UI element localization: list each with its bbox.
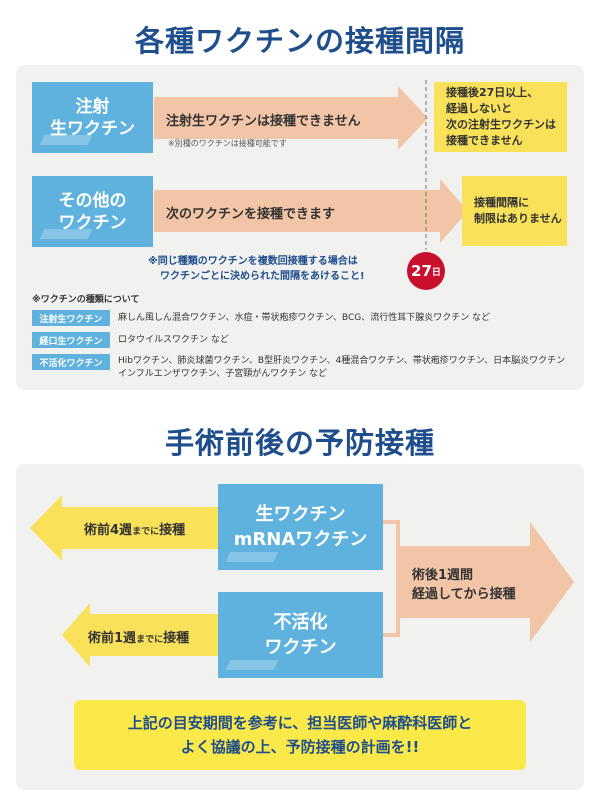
post-label: 術後1週間 経過してから接種 [412,566,516,604]
pre1-c: までに [136,635,164,645]
pre1-b: 1週 [114,631,137,646]
types-inactivated-text: Hibワクチン、肺炎球菌ワクチン、B型肝炎ワクチン、4種混合ワクチン、帯状疱疹ワ… [118,355,565,381]
live-arrow-label: 注射生ワクチンは接種できません [166,114,361,129]
other-result-line1: 接種間隔に [474,196,529,209]
pre4-b: 4週 [110,523,133,538]
live-mrna-line2: mRNAワクチン [233,529,368,550]
section2-title: 手術前後の予防接種 [164,426,435,460]
other-vaccine-box: その他の ワクチン [32,176,153,247]
note-line2: ワクチンごとに決められた間隔をあけること! [160,271,365,282]
badge-unit: 日 [431,267,441,278]
inactivated-box-line2: ワクチン [264,637,337,658]
pre1-a: 術前 [88,631,115,646]
tag-inactivated: 不活化ワクチン [32,354,110,370]
post-bracket [383,520,400,637]
consult-line1: 上記の目安期間を参考に、担当医師や麻酔科医師と [127,714,473,732]
types-heading: ※ワクチンの種類について [32,295,140,305]
types-oral-live-text: ロタウイルスワクチン など [118,335,229,345]
note-line1: ※同じ種類のワクチンを複数回接種する場合は [148,256,358,267]
types-injection-live-text: 麻しん風しん混合ワクチン、水痘・帯状疱疹ワクチン、BCG、流行性耳下腺炎ワクチン… [118,313,491,323]
other-arrow-label: 次のワクチンを接種できます [166,207,336,222]
live-result-line2: 経過しないと [446,102,512,115]
live-mrna-line1: 生ワクチン [255,504,346,525]
pre4-label: 術前4週までに接種 [84,519,185,538]
tag-injection-live: 注射生ワクチン [32,310,110,326]
post-line1: 術後1週間 [412,568,474,583]
pre4-d: 接種 [159,523,186,538]
other-result-line2: 制限はありません [474,212,562,225]
consult-line2: よく協議の上、予防接種の計画を!! [180,738,420,756]
post-line2: 経過してから接種 [412,587,516,602]
live-arrow [154,86,428,150]
other-result-box: 接種間隔に 制限はありません [462,176,567,246]
live-box-line1: 注射 [75,96,110,117]
live-result-line1: 接種後27日以上、 [446,86,539,99]
pre1-label: 術前1週までに接種 [88,627,189,646]
live-result-box: 接種後27日以上、 経過しないと 次の注射生ワクチンは 接種できません [434,82,567,152]
other-box-line2: ワクチン [58,212,127,233]
same-vaccine-note: ※同じ種類のワクチンを複数回接種する場合は ワクチンごとに決められた間隔をあける… [148,254,365,284]
post-arrow [398,522,574,642]
live-injection-box: 注射 生ワクチン [32,82,153,153]
inactivated-line2: インフルエンザワクチン、子宮頸がんワクチン など [118,369,328,379]
live-result-line3: 次の注射生ワクチンは [446,118,556,131]
inactivated-line1: Hibワクチン、肺炎球菌ワクチン、B型肝炎ワクチン、4種混合ワクチン、帯状疱疹ワ… [118,356,566,366]
other-box-line1: その他の [58,190,127,211]
live-box-line2: 生ワクチン [50,118,135,139]
live-result-line4: 接種できません [446,134,523,147]
section1-title: 各種ワクチンの接種間隔 [134,24,465,58]
consult-note: 上記の目安期間を参考に、担当医師や麻酔科医師と よく協議の上、予防接種の計画を!… [74,700,526,770]
pre1-arrow [62,603,218,667]
other-arrow [154,179,468,243]
pre4-a: 術前 [84,523,111,538]
inactivated-box: 不活化 ワクチン [218,592,383,678]
live-arrow-sub: ※別種のワクチンは接種可能です [168,139,287,148]
pre4-arrow [30,495,218,561]
pre1-d: 接種 [163,631,190,646]
pre4-c: までに [132,527,160,537]
inactivated-box-line1: 不活化 [273,612,328,633]
tag-oral-live: 経口生ワクチン [32,332,110,348]
live-mrna-box: 生ワクチン mRNAワクチン [218,484,383,570]
badge-number: 27 [411,262,432,280]
